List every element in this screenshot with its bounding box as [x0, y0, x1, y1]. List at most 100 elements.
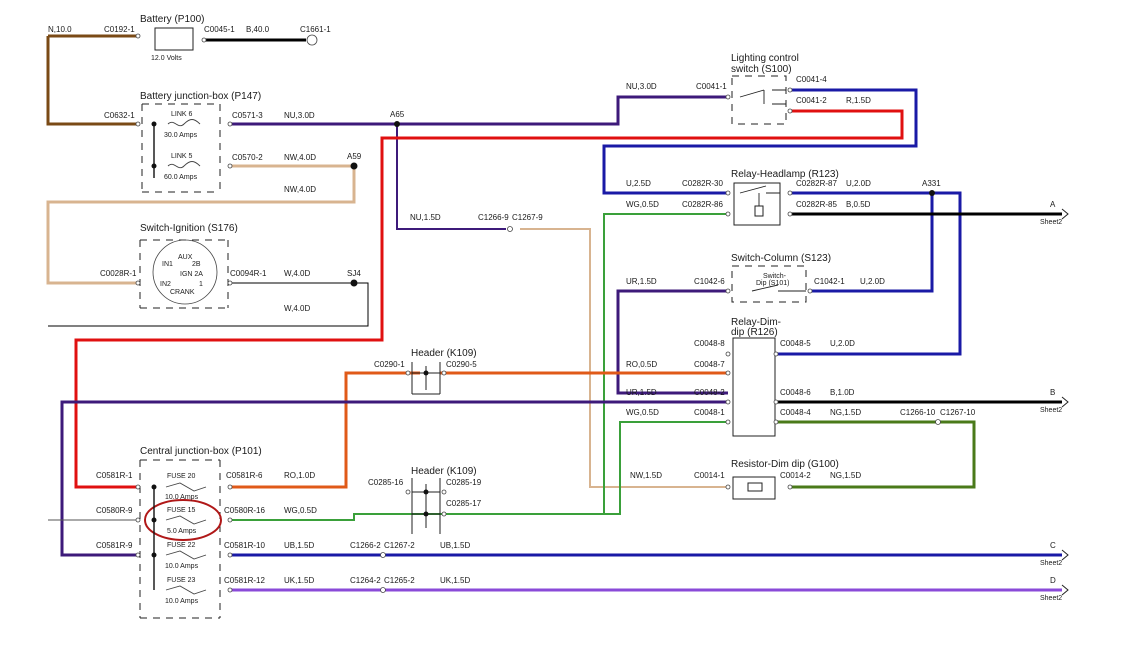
- wire-label: NW,1.5D: [630, 471, 662, 480]
- connector-label: C0632-1: [104, 111, 135, 120]
- col-switch-glyph: [751, 284, 806, 292]
- wire-n10: [46, 34, 138, 126]
- splice-h2b: [423, 511, 429, 517]
- connector-label: C0014-1: [694, 471, 725, 480]
- ign-2b: 2B: [192, 261, 201, 268]
- splice-label: A65: [390, 110, 405, 119]
- splice-a59: [350, 162, 358, 170]
- connector-label: C1267-9: [512, 213, 543, 222]
- resistor-element: [747, 482, 763, 492]
- relay-switch-glyph: [739, 185, 780, 206]
- wire-label: NW,4.0D: [284, 185, 316, 194]
- splice-sj4: [350, 279, 358, 287]
- lighting-title-2: switch (S100): [731, 64, 792, 75]
- connector-label: C0581R-10: [224, 541, 265, 550]
- connector-label: C0048-6: [780, 388, 811, 397]
- wires: [46, 34, 1062, 592]
- wire-label: WG,0.5D: [626, 200, 659, 209]
- pin: [227, 484, 233, 490]
- fuse15-label: FUSE 15: [167, 507, 196, 514]
- battery-volts: 12.0 Volts: [151, 55, 182, 62]
- wire-label: U,2.0D: [846, 179, 871, 188]
- sheet-letter: D: [1050, 576, 1056, 585]
- link5-amps: 60.0 Amps: [164, 174, 198, 181]
- pin: [773, 419, 779, 425]
- wire-label: N,10.0: [48, 25, 72, 34]
- splice-label: A331: [922, 179, 941, 188]
- header1-lines: [412, 366, 440, 390]
- connector-label: C0014-2: [780, 471, 811, 480]
- splice-bjb2: [151, 163, 157, 169]
- wire-label: W,4.0D: [284, 304, 310, 313]
- fuse23-amps: 10.0 Amps: [165, 598, 199, 605]
- wire-label: UB,1.5D: [440, 541, 470, 550]
- pin: [227, 121, 233, 127]
- connector-label: C1042-6: [694, 277, 725, 286]
- splice-a331: [929, 190, 935, 196]
- connector-label: C0048-1: [694, 408, 725, 417]
- connector-label: C0041-4: [796, 75, 827, 84]
- battery-terminal: [306, 34, 318, 46]
- relay-coil: [754, 205, 764, 217]
- pin: [725, 484, 731, 490]
- link5-label: LINK 5: [171, 153, 193, 160]
- wire-nu-tan: [520, 228, 728, 488]
- pin: [227, 517, 233, 523]
- splice-dots: [151, 121, 935, 558]
- pin: [135, 33, 141, 39]
- wire-u20-col: [810, 193, 934, 293]
- cjb-title: Central junction-box (P101): [140, 446, 262, 457]
- connector-label: C0048-4: [780, 408, 811, 417]
- pin: [405, 370, 411, 376]
- connector-label: C0282R-87: [796, 179, 837, 188]
- pin: [135, 517, 141, 523]
- header2-title: Header (K109): [411, 466, 477, 477]
- battery-box: [154, 27, 194, 51]
- wire-nw40: [46, 164, 356, 285]
- pin: [787, 211, 793, 217]
- connector-label: C0580R-9: [96, 506, 133, 515]
- fuse20-amps: 10.0 Amps: [165, 494, 199, 501]
- connector-label: C0094R-1: [230, 269, 267, 278]
- col-switch-title: Switch-Column (S123): [731, 253, 831, 264]
- wire-nu15: [396, 124, 506, 230]
- connector-label: C0282R-86: [682, 200, 723, 209]
- connector-label: C0580R-16: [224, 506, 265, 515]
- pin: [725, 399, 731, 405]
- connector-label: C0048-7: [694, 360, 725, 369]
- pin: [227, 280, 233, 286]
- connector-label: C0048-5: [780, 339, 811, 348]
- sheet-letter: A: [1050, 200, 1056, 209]
- connector-label: C0282R-85: [796, 200, 837, 209]
- connector-label: C0041-2: [796, 96, 827, 105]
- connector-label: C0285-17: [446, 499, 482, 508]
- pin: [935, 419, 941, 425]
- connector-label: C0581R-6: [226, 471, 263, 480]
- relay-head-box: [733, 182, 781, 226]
- dim-relay-title-2: dip (R126): [731, 327, 778, 338]
- wire-label: U,2.5D: [626, 179, 651, 188]
- connector-label: C1266-9: [478, 213, 509, 222]
- ignition-title: Switch-Ignition (S176): [140, 223, 238, 234]
- resistor-title: Resistor-Dim dip (G100): [731, 459, 839, 470]
- wire-label: B,1.0D: [830, 388, 855, 397]
- fuse-glyphs: [165, 119, 207, 595]
- header1-title: Header (K109): [411, 348, 477, 359]
- link6-label: LINK 6: [171, 111, 193, 118]
- pin: [725, 190, 731, 196]
- pin: [380, 552, 386, 558]
- pin: [227, 587, 233, 593]
- fuse22-label: FUSE 22: [167, 542, 196, 549]
- connector-label: C0290-5: [446, 360, 477, 369]
- wire-label: WG,0.5D: [284, 506, 317, 515]
- fuse15-highlight: [144, 499, 222, 541]
- wire-label: W,4.0D: [284, 269, 310, 278]
- connector-label: C1042-1: [814, 277, 845, 286]
- wire-label: UB,1.5D: [284, 541, 314, 550]
- sheet-ref: Sheet2: [1040, 560, 1062, 567]
- wire-label: NG,1.5D: [830, 471, 861, 480]
- pin: [725, 211, 731, 217]
- wire-label: U,2.0D: [860, 277, 885, 286]
- connector-label: C0581R-9: [96, 541, 133, 550]
- wire-label: UK,1.5D: [284, 576, 314, 585]
